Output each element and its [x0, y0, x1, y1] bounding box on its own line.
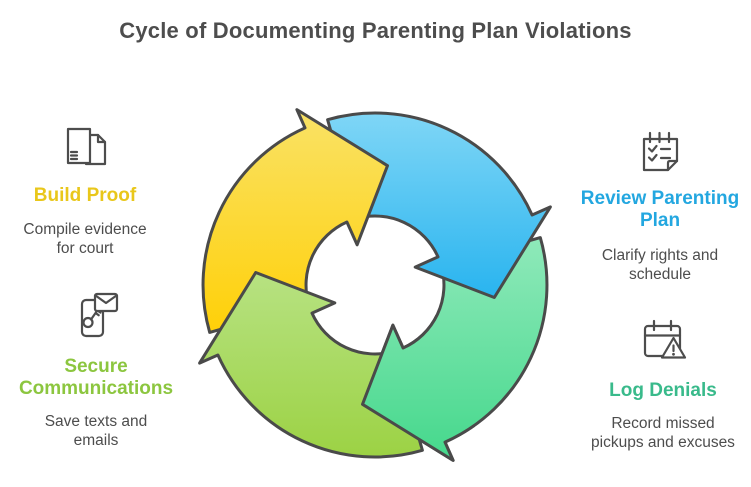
calendar-warning-icon — [637, 313, 689, 365]
step-description: Save texts and emails — [44, 413, 148, 449]
step-log-denials: Log Denials Record missed pickups and ex… — [578, 313, 748, 452]
cycle-diagram — [198, 108, 552, 462]
step-label: Build Proof — [33, 185, 137, 206]
cycle-arrow-teal-head — [361, 315, 475, 462]
step-label: Review Parenting Plan — [580, 188, 740, 231]
cycle-arrow-lime — [198, 271, 424, 459]
page-title: Cycle of Documenting Parenting Plan Viol… — [119, 18, 632, 43]
documents-icon — [59, 121, 111, 173]
cycle-arrow-yellow — [201, 108, 389, 334]
step-description: Record missed pickups and excuses — [591, 415, 735, 451]
notepad-checklist-icon — [634, 126, 686, 178]
step-label: Log Denials — [609, 380, 717, 401]
step-build-proof: Build Proof Compile evidence for court — [0, 121, 170, 258]
step-label: Secure Communications — [18, 356, 174, 399]
cycle-arrow-blue — [326, 111, 552, 299]
step-description: Clarify rights and schedule — [601, 247, 719, 283]
step-description: Compile evidence for court — [23, 221, 147, 257]
step-secure-communications: Secure Communications Save texts and ema… — [11, 290, 181, 450]
phone-email-key-icon — [70, 290, 122, 342]
step-review-parenting-plan: Review Parenting Plan Clarify rights and… — [575, 126, 745, 284]
